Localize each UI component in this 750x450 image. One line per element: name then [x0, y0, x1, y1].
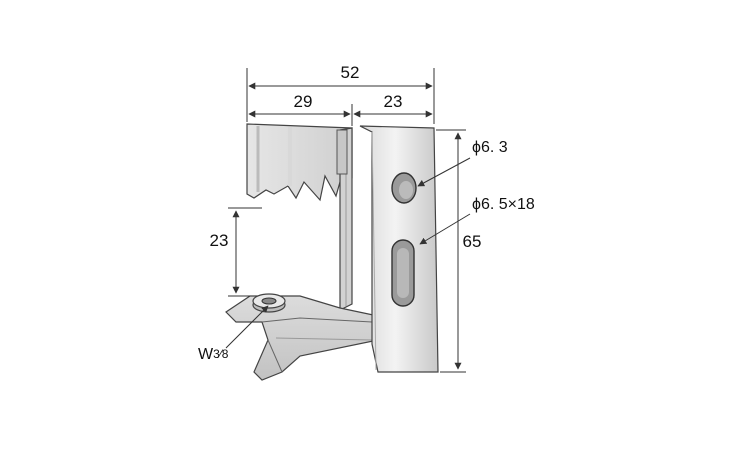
leader-slot-hole [419, 213, 471, 245]
label-left-width: 29 [294, 92, 313, 111]
label-height: 65 [463, 232, 482, 251]
serrated-back-plate [246, 123, 353, 202]
callout-thread-base: W [198, 346, 214, 363]
label-hook-gap: 23 [210, 231, 229, 250]
label-right-width: 23 [384, 92, 403, 111]
label-overall-width: 52 [341, 63, 360, 82]
callout-thread: W3⁄8 [198, 346, 229, 363]
callout-slot-hole: ϕ6. 5×18 [472, 196, 535, 213]
leader-round-hole [417, 157, 471, 187]
callout-thread-fraction: 3⁄8 [213, 347, 229, 361]
leader-thread [225, 305, 269, 349]
threaded-nut [252, 293, 286, 313]
base-flange [225, 295, 379, 381]
callout-round-hole: ϕ6. 3 [472, 139, 508, 156]
